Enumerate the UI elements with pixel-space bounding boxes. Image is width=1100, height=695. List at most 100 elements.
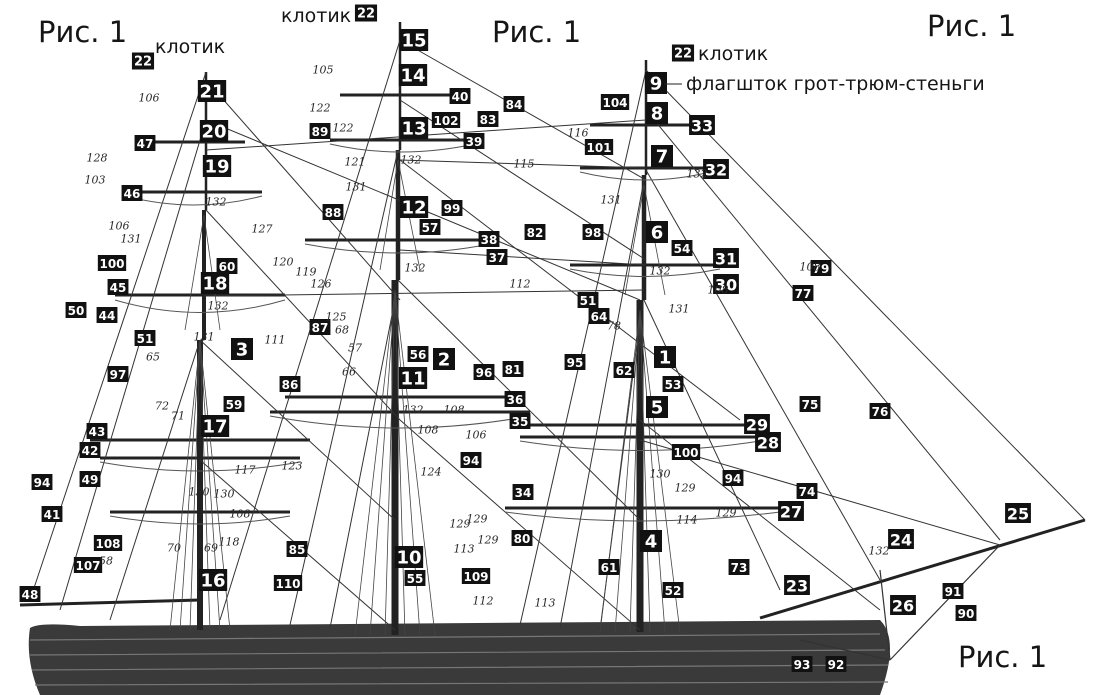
reference-box-bg <box>197 80 227 102</box>
reference-box-text: 51 <box>137 332 154 346</box>
reference-box-bg <box>810 260 832 276</box>
reference-box-32: 32 <box>703 159 729 180</box>
reference-box-bg <box>689 115 715 135</box>
reference-box-90: 90 <box>955 605 977 621</box>
reference-box-text: 57 <box>422 221 439 235</box>
reference-box-text: 26 <box>892 597 914 616</box>
klotik-label-fore: клотик <box>698 43 768 65</box>
reference-box-bg <box>799 396 821 412</box>
reference-box-bg <box>504 391 526 407</box>
small-ref-132: 132 <box>650 265 671 278</box>
reference-box-bg <box>502 361 524 377</box>
reference-box-bg <box>200 272 230 294</box>
reference-box-text: 86 <box>282 378 299 392</box>
small-ref-112: 112 <box>473 595 494 608</box>
reference-box-text: 5 <box>651 398 664 419</box>
reference-box-text: 25 <box>1007 505 1029 524</box>
reference-box-bg <box>796 483 818 499</box>
reference-box-48: 48 <box>19 586 41 602</box>
small-ref-68: 68 <box>335 324 349 337</box>
reference-box-bg <box>713 248 739 268</box>
reference-box-44: 44 <box>96 307 118 323</box>
reference-box-110: 110 <box>273 575 303 591</box>
reference-box-text: 52 <box>665 584 682 598</box>
reference-box-bg <box>473 364 495 380</box>
reference-box-1: 1 <box>654 346 676 369</box>
reference-box-99: 99 <box>441 200 463 216</box>
reference-box-bg <box>640 530 662 552</box>
small-ref-108: 108 <box>230 508 251 521</box>
small-reference-numbers: 1051061061221221211281031311311311311311… <box>85 64 890 610</box>
reference-box-bg <box>107 366 129 382</box>
reference-box-101: 101 <box>584 139 614 155</box>
reference-box-bg <box>1005 503 1031 523</box>
figure-caption-bottom-right: Рис. 1 <box>958 640 1047 674</box>
reference-box-text: 97 <box>110 368 127 382</box>
reference-box-bg <box>654 346 676 368</box>
reference-box-22: 22 <box>354 4 378 22</box>
reference-box-text: 53 <box>665 378 682 392</box>
reference-box-bg <box>433 348 455 370</box>
reference-box-26: 26 <box>890 595 916 616</box>
reference-box-bg <box>354 4 378 22</box>
small-ref-65: 65 <box>146 351 160 364</box>
reference-box-bg <box>477 111 499 127</box>
reference-box-bg <box>461 568 491 584</box>
small-ref-58: 58 <box>99 555 113 568</box>
reference-box-text: 82 <box>527 226 544 240</box>
reference-box-bg <box>890 595 916 615</box>
reference-box-text: 92 <box>828 658 845 672</box>
reference-box-text: 107 <box>75 559 100 573</box>
reference-box-text: 54 <box>674 242 691 256</box>
reference-box-text: 18 <box>202 274 227 295</box>
reference-box-25: 25 <box>1005 503 1031 524</box>
reference-box-54: 54 <box>671 240 693 256</box>
small-ref-128: 128 <box>87 152 108 165</box>
reference-box-bg <box>713 274 739 294</box>
reference-box-text: 17 <box>202 417 227 438</box>
reference-box-83: 83 <box>477 111 499 127</box>
reference-box-text: 3 <box>236 340 249 361</box>
reference-box-bg <box>134 135 156 151</box>
reference-box-text: 14 <box>400 66 425 87</box>
reference-box-text: 44 <box>99 309 116 323</box>
reference-box-bg <box>671 44 695 62</box>
reference-box-18: 18 <box>200 272 230 295</box>
reference-box-81: 81 <box>502 361 524 377</box>
reference-box-92: 92 <box>825 656 847 672</box>
reference-box-text: 81 <box>505 363 522 377</box>
reference-box-text: 91 <box>945 585 962 599</box>
reference-box-text: 7 <box>656 147 669 168</box>
reference-box-text: 76 <box>872 405 889 419</box>
figure-caption-top-center: Рис. 1 <box>492 15 581 49</box>
reference-box-bg <box>41 506 63 522</box>
reference-box-bg <box>486 249 508 265</box>
reference-box-bg <box>869 403 891 419</box>
reference-box-bg <box>279 376 301 392</box>
reference-box-text: 42 <box>82 444 99 458</box>
reference-box-97: 97 <box>107 366 129 382</box>
reference-box-bg <box>431 112 461 128</box>
reference-box-bg <box>646 221 668 243</box>
reference-box-text: 79 <box>813 262 830 276</box>
small-ref-123: 123 <box>282 460 303 473</box>
reference-box-bg <box>419 219 441 235</box>
reference-box-text: 62 <box>616 364 633 378</box>
reference-box-text: 77 <box>795 287 812 301</box>
small-ref-108: 108 <box>444 404 465 417</box>
reference-box-text: 22 <box>674 47 692 62</box>
small-ref-117: 117 <box>235 464 256 477</box>
small-ref-119: 119 <box>296 266 317 279</box>
reference-box-bg <box>19 586 41 602</box>
small-ref-132: 132 <box>403 404 424 417</box>
reference-box-109: 109 <box>461 568 491 584</box>
reference-box-30: 30 <box>713 274 739 295</box>
small-ref-108: 108 <box>708 284 729 297</box>
reference-box-6: 6 <box>646 221 668 244</box>
reference-box-14: 14 <box>398 64 428 87</box>
reference-box-bg <box>231 338 253 360</box>
reference-box-53: 53 <box>662 376 684 392</box>
reference-box-88: 88 <box>322 204 344 220</box>
reference-box-51: 51 <box>134 330 156 346</box>
reference-box-bg <box>582 224 604 240</box>
